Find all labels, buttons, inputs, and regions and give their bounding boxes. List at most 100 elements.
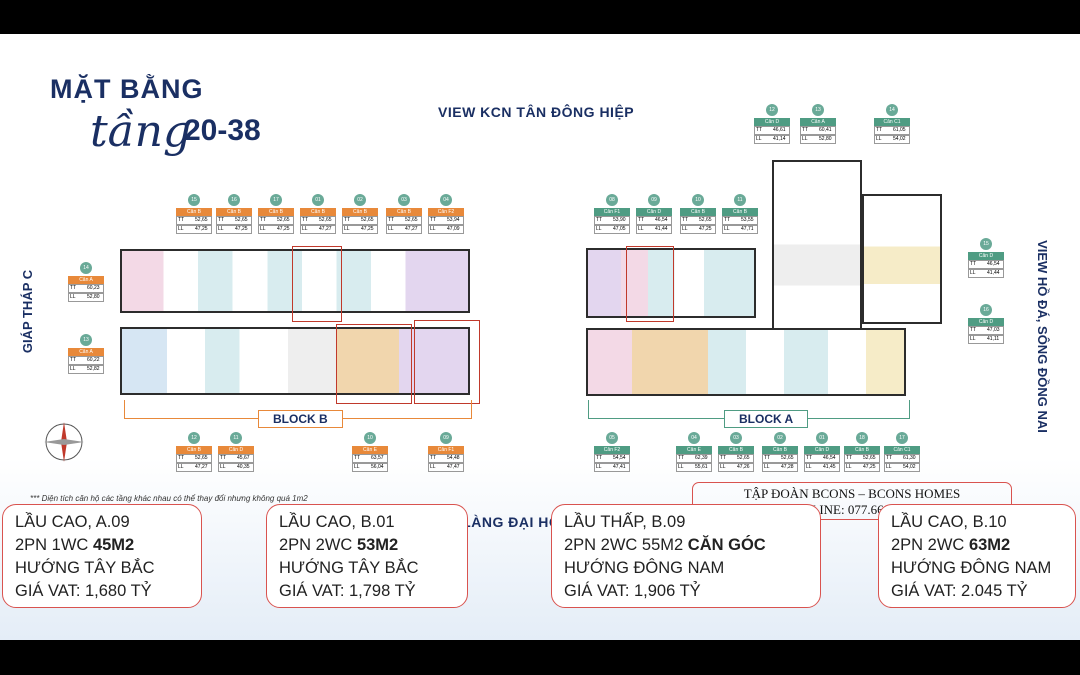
tt-label: TT xyxy=(720,455,727,461)
view-left-label: GIÁP THÁP C xyxy=(20,269,36,354)
ll-label: LL xyxy=(430,226,436,232)
unit-number: 12 xyxy=(188,432,200,444)
tt-label: TT xyxy=(70,357,77,363)
unit-number: 03 xyxy=(398,194,410,206)
tt-value: 52,65 xyxy=(195,455,208,461)
unit-type: Căn B xyxy=(722,208,758,216)
tt-label: TT xyxy=(596,217,603,223)
tt-value: 54,54 xyxy=(613,455,626,461)
tt-value: 54,48 xyxy=(447,455,460,461)
floor-plan-sheet: MẶT BẰNG tầng 20-38 VIEW KCN TÂN ĐÔNG HI… xyxy=(0,34,1080,640)
unit-type: Căn B xyxy=(718,446,754,454)
unit-number: 05 xyxy=(606,432,618,444)
tt-value: 52,65 xyxy=(781,455,794,461)
ll-label: LL xyxy=(720,464,726,470)
ll-value: 47,25 xyxy=(361,226,374,232)
company-name: TẬP ĐOÀN BCONS – BCONS HOMES xyxy=(743,486,961,501)
unit-type: Căn B xyxy=(762,446,798,454)
unit-type: Căn C1 xyxy=(874,118,910,126)
block-a-east-wing xyxy=(862,194,942,324)
floor-word: tầng xyxy=(90,106,192,157)
ll-value: 41,45 xyxy=(823,464,836,470)
tt-label: TT xyxy=(178,455,185,461)
page-title: MẶT BẰNG xyxy=(50,74,204,104)
unit-type: Căn C1 xyxy=(884,446,920,454)
unit-type: Căn F2 xyxy=(594,446,630,454)
tt-label: TT xyxy=(806,455,813,461)
price-card-b01: LẦU CAO, B.01 2PN 2WC 53M2 HƯỚNG TÂY BẮC… xyxy=(266,504,468,608)
ll-label: LL xyxy=(724,226,730,232)
tt-label: TT xyxy=(70,285,77,291)
unit-type: Căn A xyxy=(68,348,104,356)
card-location: LẦU CAO, A.09 xyxy=(15,513,130,531)
ll-label: LL xyxy=(354,464,360,470)
card-location: LẦU CAO, B.10 xyxy=(891,513,1007,531)
card-location: LẦU CAO, B.01 xyxy=(279,513,395,531)
ll-label: LL xyxy=(344,226,350,232)
tt-value: 53,94 xyxy=(447,217,460,223)
tt-value: 52,65 xyxy=(277,217,290,223)
unit-number: 16 xyxy=(228,194,240,206)
ll-value: 47,25 xyxy=(235,226,248,232)
unit-type: Căn F1 xyxy=(594,208,630,216)
tt-value: 60,41 xyxy=(819,127,832,133)
unit-number: 11 xyxy=(734,194,746,206)
tt-label: TT xyxy=(302,217,309,223)
tt-value: 45,67 xyxy=(237,455,250,461)
ll-label: LL xyxy=(260,226,266,232)
view-top-label: VIEW KCN TÂN ĐÔNG HIỆP xyxy=(438,104,635,120)
card-price: GIÁ VAT: 1,680 TỶ xyxy=(15,582,152,600)
contact-box: TẬP ĐOÀN BCONS – BCONS HOMES HOTLINE: 07… xyxy=(692,482,1012,520)
tt-value: 47,03 xyxy=(987,327,1000,333)
tt-label: TT xyxy=(218,217,225,223)
unit-number: 01 xyxy=(312,194,324,206)
ll-label: LL xyxy=(886,464,892,470)
ll-label: LL xyxy=(970,270,976,276)
ll-value: 52,82 xyxy=(87,366,100,372)
price-card-b10: LẦU CAO, B.10 2PN 2WC 63M2 HƯỚNG ĐÔNG NA… xyxy=(878,504,1076,608)
unit-number: 08 xyxy=(606,194,618,206)
ll-value: 52,80 xyxy=(87,294,100,300)
highlight-b10 xyxy=(336,324,412,404)
unit-number: 03 xyxy=(730,432,742,444)
ll-label: LL xyxy=(220,464,226,470)
unit-number: 18 xyxy=(856,432,868,444)
card-price: GIÁ VAT: 1,798 TỶ xyxy=(279,582,416,600)
tt-label: TT xyxy=(970,261,977,267)
card-price: GIÁ VAT: 2.045 TỶ xyxy=(891,582,1028,600)
tt-value: 52,65 xyxy=(235,217,248,223)
ll-value: 40,35 xyxy=(237,464,250,470)
ll-value: 47,27 xyxy=(195,464,208,470)
card-spec: 2PN 1WC 45M2 xyxy=(15,536,135,554)
ll-value: 56,04 xyxy=(371,464,384,470)
unit-number: 04 xyxy=(440,194,452,206)
ll-label: LL xyxy=(806,464,812,470)
tt-value: 46,54 xyxy=(987,261,1000,267)
unit-number: 14 xyxy=(886,104,898,116)
block-a-south-row xyxy=(586,328,906,396)
tt-label: TT xyxy=(724,217,731,223)
unit-type: Căn D xyxy=(218,446,254,454)
tt-label: TT xyxy=(344,217,351,223)
tt-label: TT xyxy=(802,127,809,133)
card-spec: 2PN 2WC 55M2 CĂN GÓC xyxy=(564,536,766,554)
tt-label: TT xyxy=(638,217,645,223)
unit-type: Căn B xyxy=(258,208,294,216)
unit-number: 12 xyxy=(766,104,778,116)
unit-number: 09 xyxy=(440,432,452,444)
ll-label: LL xyxy=(430,464,436,470)
ll-value: 47,27 xyxy=(319,226,332,232)
highlight-b09 xyxy=(414,320,480,404)
tt-label: TT xyxy=(430,217,437,223)
unit-type: Căn B xyxy=(680,208,716,216)
